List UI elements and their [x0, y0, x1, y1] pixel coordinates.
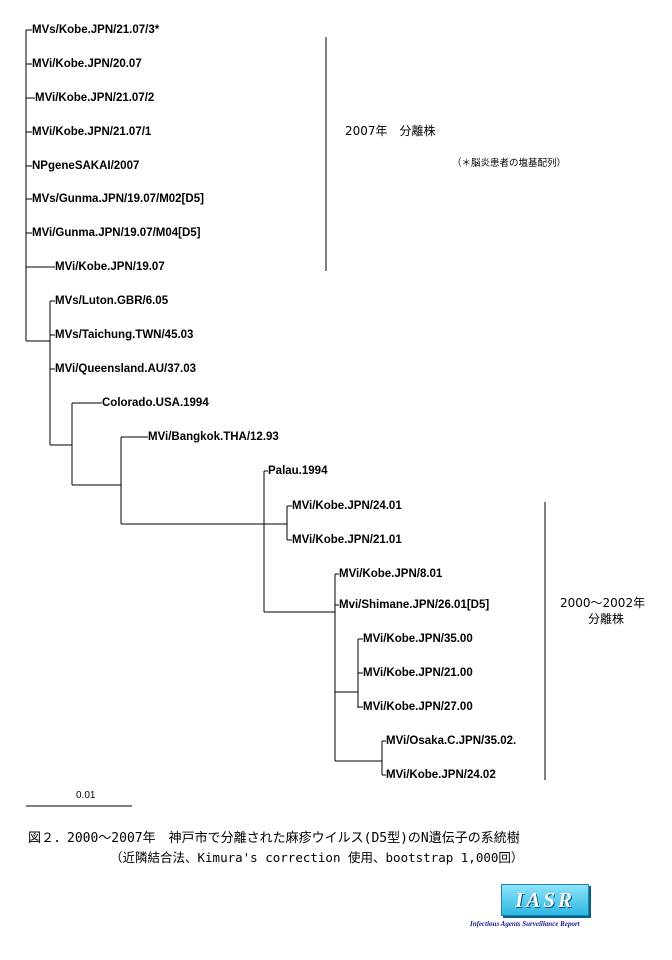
iasr-logo-subtitle: Infectious Agents Surveillance Report: [470, 920, 580, 928]
leaf-label: Palau.1994: [268, 465, 328, 477]
leaf-label: Colorado.USA.1994: [102, 397, 209, 409]
leaf-label: Mvi/Shimane.JPN/26.01[D5]: [339, 599, 490, 611]
leaf-label: MVi/Kobe.JPN/8.01: [339, 568, 443, 580]
leaf-label: MVs/Luton.GBR/6.05: [55, 295, 169, 307]
iasr-logo-text: IASR: [515, 887, 575, 912]
scale-label: 0.01: [76, 790, 96, 801]
leaf-label: MVi/Kobe.JPN/24.01: [292, 500, 402, 512]
leaf-label: MVi/Kobe.JPN/35.00: [363, 633, 473, 645]
group-2007-label: 2007年 分離株: [345, 124, 436, 138]
leaf-label: MVi/Kobe.JPN/24.02: [386, 769, 496, 781]
leaf-label: MVi/Bangkok.THA/12.93: [148, 431, 279, 443]
leaf-label: MVi/Kobe.JPN/21.07/1: [32, 126, 152, 138]
group-2000-label-line2: 分離株: [588, 612, 625, 626]
leaf-label: MVi/Kobe.JPN/27.00: [363, 701, 473, 713]
iasr-logo: IASR: [501, 884, 589, 916]
leaf-label: MVi/Kobe.JPN/21.00: [363, 667, 473, 679]
leaf-label: MVi/Queensland.AU/37.03: [55, 363, 197, 375]
leaf-label: MVi/Gunma.JPN/19.07/M04[D5]: [32, 227, 201, 239]
figure-caption-line1: 図２．2000～2007年 神戸市で分離された麻疹ウイルス(D5型)のN遺伝子の…: [28, 831, 520, 846]
leaf-label: MVi/Kobe.JPN/20.07: [32, 58, 142, 70]
leaf-label: MVs/Taichung.TWN/45.03: [55, 329, 194, 341]
group-2000-label-line1: 2000～2002年: [560, 596, 646, 610]
leaf-label: NPgeneSAKAI/2007: [32, 160, 140, 172]
leaf-label: MVs/Gunma.JPN/19.07/M02[D5]: [32, 193, 204, 205]
leaf-label: MVi/Kobe.JPN/19.07: [55, 261, 165, 273]
group-2007-note: （＊脳炎患者の塩基配列）: [452, 158, 567, 169]
leaf-label: MVi/Osaka.C.JPN/35.02.: [386, 735, 517, 747]
figure-caption-line2: （近隣結合法、Kimura's correction 使用、bootstrap …: [110, 850, 524, 865]
leaf-label: MVi/Kobe.JPN/21.07/2: [35, 92, 155, 104]
leaf-label: MVi/Kobe.JPN/21.01: [292, 534, 402, 546]
leaf-label: MVs/Kobe.JPN/21.07/3*: [32, 24, 160, 36]
